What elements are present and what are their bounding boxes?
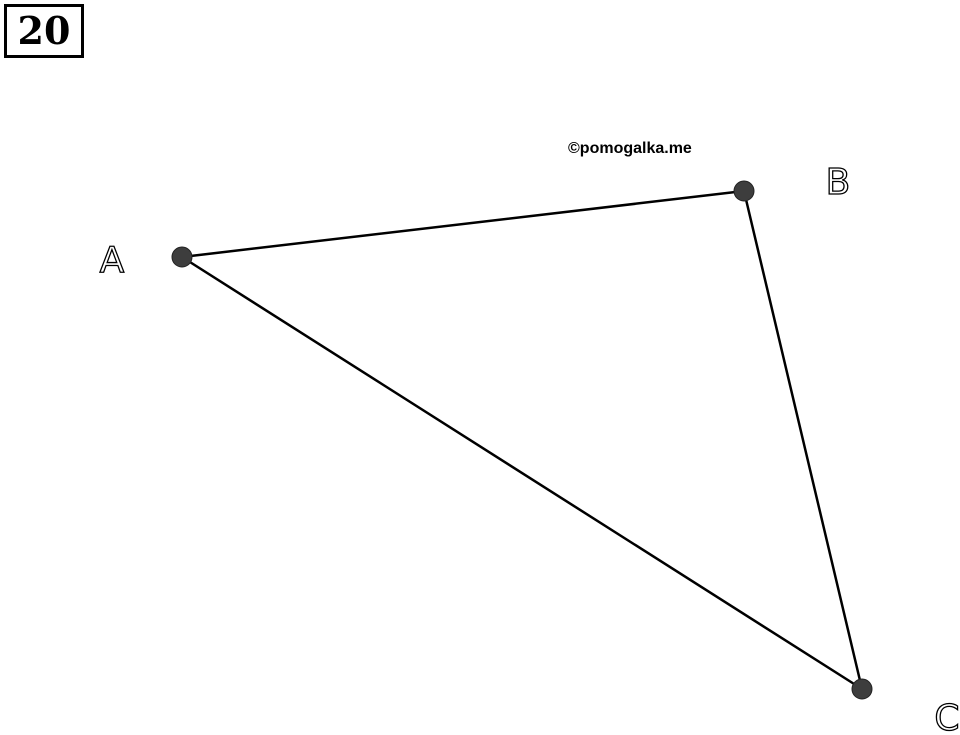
segments-layer bbox=[180, 189, 864, 691]
problem-number: 20 bbox=[4, 4, 84, 58]
labels-layer: A B C bbox=[99, 161, 960, 735]
segment-ab bbox=[180, 189, 746, 259]
watermark-text: ©pomogalka.me bbox=[568, 140, 692, 157]
vertex-label-c: C bbox=[934, 698, 959, 735]
vertex-label-b: B bbox=[826, 162, 851, 203]
point-c bbox=[851, 678, 873, 700]
point-b bbox=[733, 180, 755, 202]
segment-bc bbox=[742, 189, 864, 691]
points-layer bbox=[171, 180, 873, 700]
segment-ca bbox=[180, 255, 864, 691]
point-a bbox=[171, 246, 193, 268]
vertex-label-a: A bbox=[100, 240, 125, 281]
